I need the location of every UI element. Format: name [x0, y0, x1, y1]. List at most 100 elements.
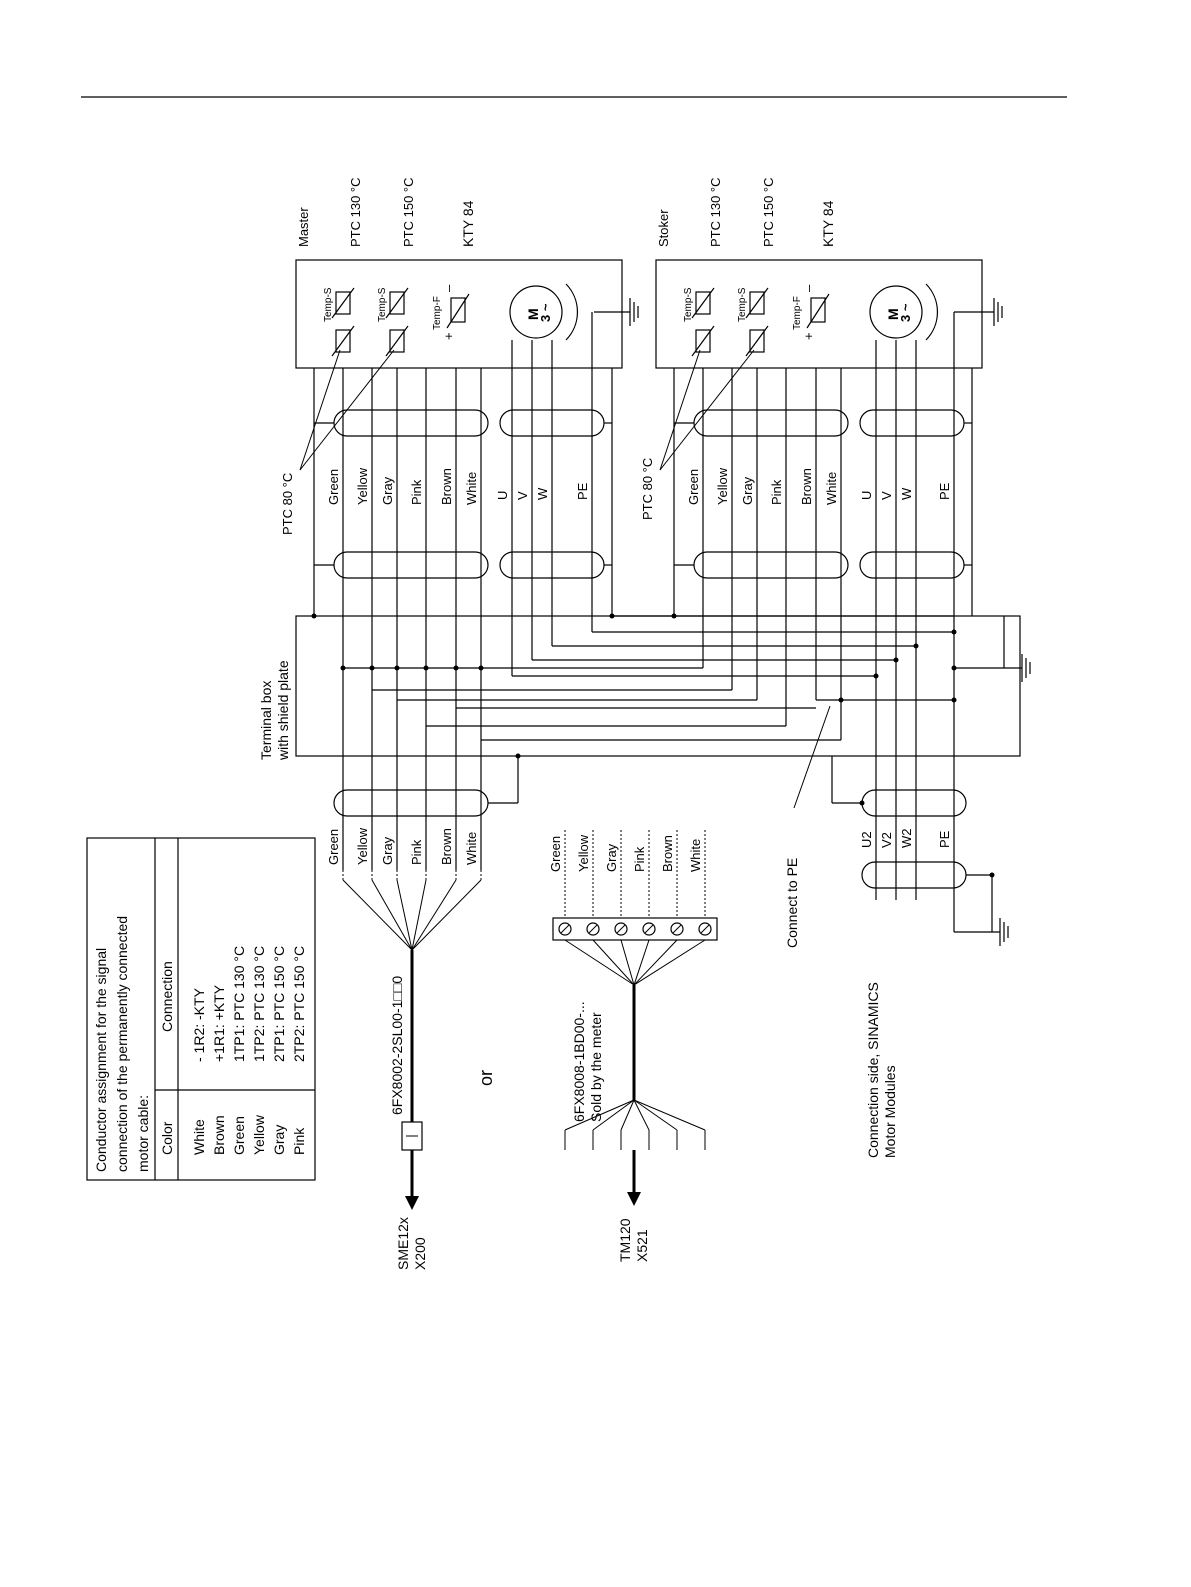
table-col-connection: Connection: [159, 961, 175, 1032]
svg-text:1TP2: PTC 130 °C: 1TP2: PTC 130 °C: [251, 946, 267, 1062]
master-temp-s-2: Temp-S: [377, 287, 388, 322]
connection-side-label-1: Connection side, SINAMICS: [865, 982, 881, 1158]
svg-text:Gray: Gray: [380, 476, 395, 505]
master-motor-phase: 3 ~: [538, 303, 553, 322]
svg-text:Gray: Gray: [740, 476, 755, 505]
stoker-temp-s-2: Temp-S: [737, 287, 748, 322]
svg-text:Pink: Pink: [632, 846, 647, 872]
svg-text:V: V: [515, 491, 530, 500]
stoker-motor-box: [655, 259, 983, 369]
svg-text:Brown: Brown: [439, 828, 454, 865]
master-kty-minus: –: [441, 284, 456, 292]
cable1-dest-2: X200: [412, 1237, 428, 1270]
stoker-kty84-label: KTY 84: [820, 200, 836, 247]
outgoing-signal-cable: [333, 756, 519, 1210]
cable2-dest-2: X521: [634, 1229, 650, 1262]
master-temp-f: Temp-F: [432, 296, 443, 330]
svg-text:White: White: [191, 1119, 207, 1155]
master-ptc150-label: PTC 150 °C: [401, 177, 416, 247]
svg-text:W2: W2: [899, 829, 914, 849]
output-wire-labels: U2 V2 W2 PE: [859, 829, 952, 849]
master-temp-s-1: Temp-S: [323, 287, 334, 322]
terminal-screw-icons: [558, 922, 712, 936]
svg-text:Green: Green: [231, 1116, 247, 1155]
svg-text:2TP1: PTC 150 °C: 2TP1: PTC 150 °C: [271, 946, 287, 1062]
table-col-color: Color: [159, 1121, 175, 1155]
stoker-ptc150-label: PTC 150 °C: [761, 177, 776, 247]
svg-text:Gray: Gray: [604, 843, 619, 872]
master-motor-symbol: [509, 283, 579, 341]
stoker-temp-s-1: Temp-S: [683, 287, 694, 322]
master-ptc130-label: PTC 130 °C: [348, 177, 363, 247]
conductor-table: [86, 837, 316, 1181]
stoker-cable-wires: [659, 312, 973, 616]
svg-text:Brown: Brown: [439, 468, 454, 505]
svg-text:Pink: Pink: [409, 839, 424, 865]
svg-text:PE: PE: [937, 830, 952, 848]
terminal-box-label-1: Terminal box: [258, 681, 274, 760]
cable2-part-number: 6FX8008-1BD00-...: [571, 1001, 587, 1122]
table-connections: - 1R2: -KTY +1R1: +KTY 1TP1: PTC 130 °C …: [191, 946, 307, 1062]
svg-text:Yellow: Yellow: [355, 827, 370, 865]
table-caption-3: motor cable:: [135, 1095, 151, 1172]
table-colors: White Brown Green Yellow Gray Pink: [191, 1114, 307, 1155]
stoker-motor-m: M: [885, 308, 901, 320]
svg-text:White: White: [464, 472, 479, 505]
svg-text:Green: Green: [548, 836, 563, 872]
svg-text:Green: Green: [326, 829, 341, 865]
svg-text:Yellow: Yellow: [251, 1114, 267, 1155]
svg-text:White: White: [824, 472, 839, 505]
stoker-ptc-sensors: [691, 287, 830, 357]
master-motor-m: M: [525, 308, 541, 320]
svg-text:Pink: Pink: [291, 1127, 307, 1155]
stoker-ground-icon: [954, 298, 1003, 326]
master-kty-plus: +: [441, 332, 456, 340]
table-caption-1: Conductor assignment for the signal: [93, 948, 109, 1172]
master-ground-icon: [594, 298, 639, 326]
outgoing-signal-wire-labels: Green Yellow Gray Pink Brown White: [326, 827, 479, 865]
svg-text:Yellow: Yellow: [576, 834, 591, 872]
svg-text:V: V: [879, 491, 894, 500]
svg-text:2TP2: PTC 150 °C: 2TP2: PTC 150 °C: [291, 946, 307, 1062]
alternative-terminal-cable: [552, 830, 718, 1206]
svg-text:Green: Green: [326, 469, 341, 505]
or-label: or: [476, 1070, 496, 1086]
stoker-ptc80-label: PTC 80 °C: [640, 458, 655, 520]
svg-text:Brown: Brown: [799, 468, 814, 505]
terminal-box-ground-icon: [1004, 654, 1031, 682]
svg-text:White: White: [688, 839, 703, 872]
terminal-box-label-2: with shield plate: [275, 660, 291, 761]
svg-text:+1R1: +KTY: +1R1: +KTY: [211, 984, 227, 1062]
stoker-ptc130-label: PTC 130 °C: [708, 177, 723, 247]
stoker-temp-f: Temp-F: [792, 296, 803, 330]
master-title: Master: [296, 207, 311, 247]
connect-to-pe-label: Connect to PE: [784, 858, 800, 948]
svg-text:W: W: [899, 487, 914, 500]
cable1-dest-1: SME12x: [395, 1217, 411, 1270]
master-motor-box: [295, 259, 623, 369]
svg-text:V2: V2: [879, 832, 894, 848]
svg-text:PE: PE: [575, 482, 590, 500]
svg-text:Brown: Brown: [660, 835, 675, 872]
stoker-kty-plus: +: [801, 332, 816, 340]
svg-text:Pink: Pink: [409, 479, 424, 505]
svg-text:Brown: Brown: [211, 1115, 227, 1155]
svg-text:Gray: Gray: [271, 1125, 287, 1155]
table-caption-2: connection of the permanently connected: [114, 916, 130, 1172]
master-kty84-label: KTY 84: [460, 200, 476, 247]
stoker-motor-phase: 3 ~: [898, 303, 913, 322]
master-ptc-sensors: [331, 287, 470, 357]
svg-text:U: U: [495, 491, 510, 500]
svg-text:PE: PE: [937, 482, 952, 500]
master-ptc80-label: PTC 80 °C: [280, 473, 295, 535]
output-ground-icon: [999, 918, 1009, 946]
cable2-dest-1: TM120: [617, 1218, 633, 1262]
stoker-wire-labels: Green Yellow Gray Pink Brown White U V W…: [686, 467, 952, 505]
svg-text:White: White: [464, 832, 479, 865]
svg-text:Pink: Pink: [769, 479, 784, 505]
stoker-motor-symbol: [869, 283, 939, 341]
svg-text:1TP1: PTC 130 °C: 1TP1: PTC 130 °C: [231, 946, 247, 1062]
svg-text:Gray: Gray: [380, 836, 395, 865]
terminal-box: [295, 612, 1021, 932]
